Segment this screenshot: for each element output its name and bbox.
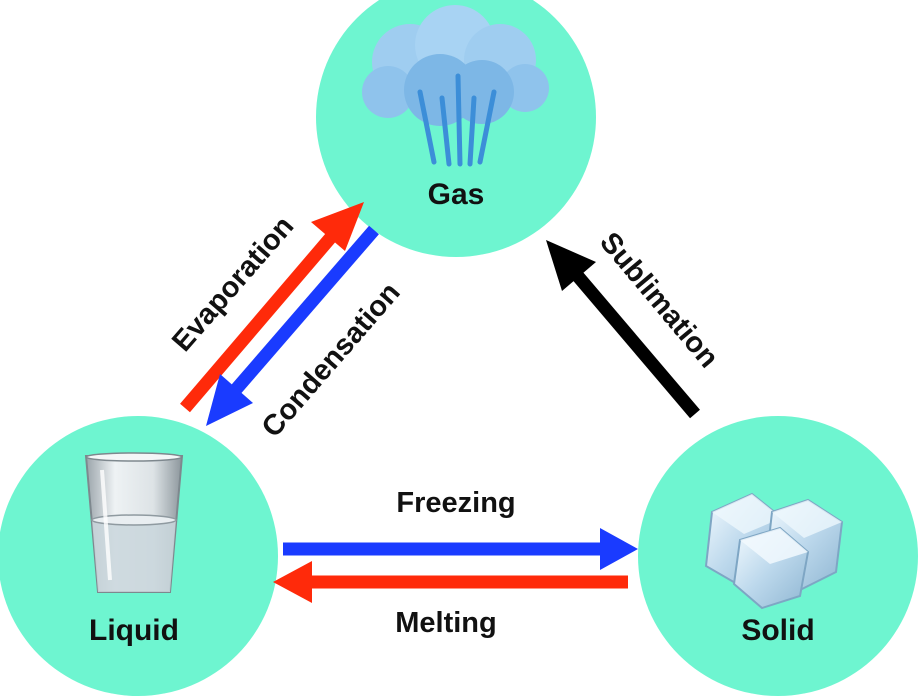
solid-label: Solid (741, 614, 814, 647)
evaporation-arrow (180, 202, 364, 413)
gas-label: Gas (428, 178, 485, 211)
condensation-arrow (206, 225, 379, 426)
sublimation-arrow (546, 240, 700, 419)
melting-label: Melting (395, 607, 497, 639)
liquid-label: Liquid (89, 614, 179, 647)
melting-arrow (273, 561, 628, 603)
sublimation-label: Sublimation (593, 226, 724, 374)
water-glass-icon (84, 452, 184, 593)
cloud-steam-icon (362, 5, 549, 167)
freezing-arrow (283, 528, 638, 570)
freezing-label: Freezing (396, 487, 515, 519)
ice-cubes-icon (704, 492, 844, 610)
